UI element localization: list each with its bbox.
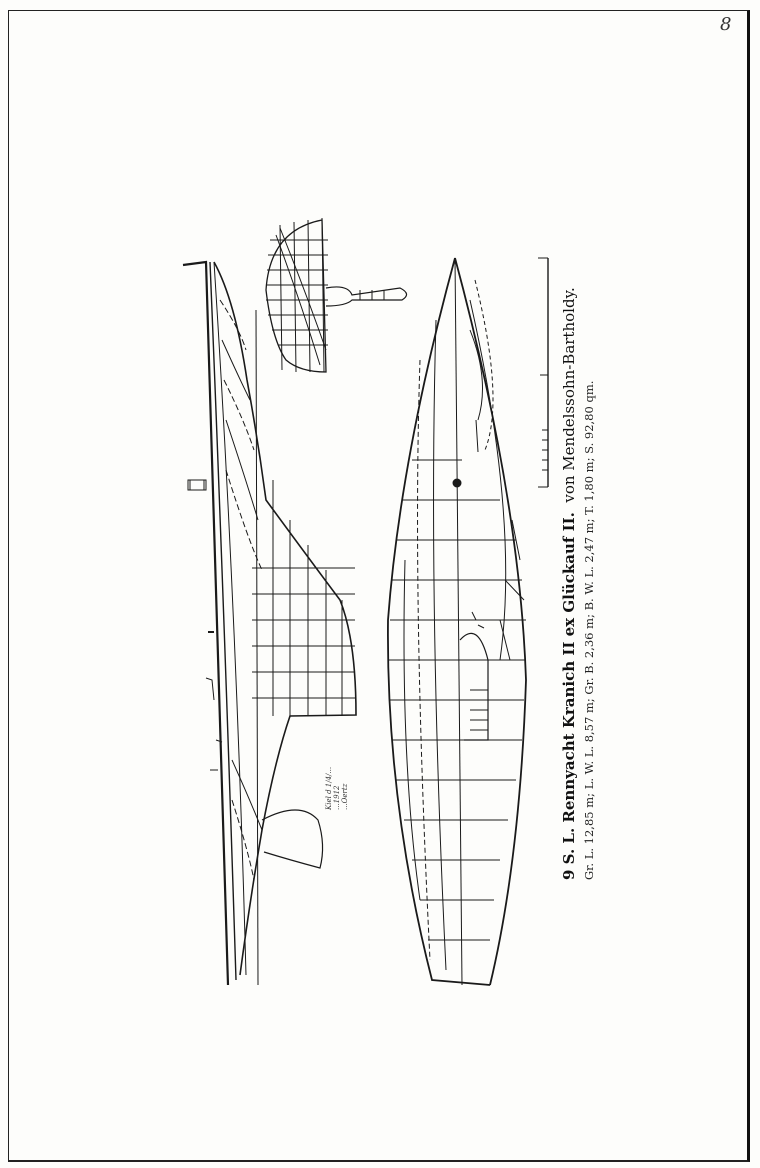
caption-title: 9 S. L. Rennyacht Kranich II ex Glückauf… <box>560 287 578 880</box>
signature-line: ...Oertz <box>341 783 349 810</box>
page-number: 8 <box>720 14 732 35</box>
caption-title-rest: von Mendelssohn-Bartholdy. <box>560 287 578 503</box>
caption-specs: Gr. L. 12,85 m; L. W. L. 8,57 m; Gr. B. … <box>582 380 596 880</box>
signature-text: Kiel d 1/4/... ...1912 ...Oertz <box>325 730 349 810</box>
page-frame <box>8 10 750 1162</box>
profile-plan <box>182 260 357 986</box>
caption: 9 S. L. Rennyacht Kranich II ex Glückauf… <box>560 280 620 880</box>
half-breadth-plan <box>387 257 527 986</box>
caption-title-bold: 9 S. L. Rennyacht Kranich II ex Glückauf… <box>560 512 578 880</box>
signature-line: ...1912 <box>333 785 341 811</box>
scale-bar <box>538 257 549 488</box>
signature-line: Kiel d 1/4/... <box>325 766 333 810</box>
designer-signature: Kiel d 1/4/... ...1912 ...Oertz <box>325 730 369 810</box>
body-plan <box>265 217 408 373</box>
